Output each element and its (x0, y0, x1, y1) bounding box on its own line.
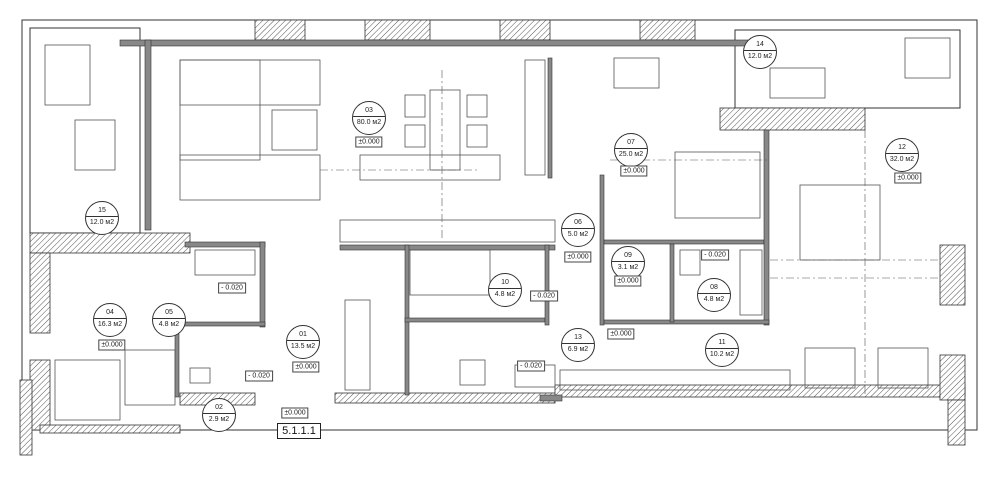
room-11: 11 10.2 м2 (705, 333, 739, 367)
room-number: 08 (710, 284, 718, 291)
level-mark: ±0.000 (614, 275, 642, 287)
room-14: 14 12.0 м2 (743, 35, 777, 69)
room-area: 4.8 м2 (698, 293, 730, 303)
room-07: 07 25.0 м2 (614, 133, 648, 167)
furniture (44, 37, 951, 421)
room-03: 03 80.0 м2 (352, 101, 386, 135)
room-area: 12.0 м2 (744, 50, 776, 60)
room-number: 09 (624, 252, 632, 259)
level-mark: ±0.000 (355, 136, 383, 148)
room-04: 04 16.3 м2 (93, 303, 127, 337)
room-01: 01 13.5 м2 (286, 325, 320, 359)
room-number: 02 (215, 404, 223, 411)
level-mark: - 0.020 (218, 282, 246, 294)
room-area: 3.1 м2 (612, 261, 644, 271)
level-mark: ±0.000 (894, 172, 922, 184)
room-area: 4.8 м2 (153, 318, 185, 328)
exterior-walls (19, 19, 966, 456)
room-area: 80.0 м2 (353, 116, 385, 126)
room-number: 14 (756, 41, 764, 48)
room-number: 13 (574, 334, 582, 341)
level-mark: - 0.020 (517, 360, 545, 372)
level-mark: ±0.000 (607, 328, 635, 340)
interior-walls (119, 39, 770, 402)
level-mark: ±0.000 (98, 339, 126, 351)
room-number: 12 (898, 144, 906, 151)
room-09: 09 3.1 м2 (611, 246, 645, 280)
room-number: 01 (299, 331, 307, 338)
level-mark: - 0.020 (245, 370, 273, 382)
room-number: 06 (574, 219, 582, 226)
room-area: 6.9 м2 (562, 343, 594, 353)
room-06: 06 5.0 м2 (561, 213, 595, 247)
level-mark: - 0.020 (701, 249, 729, 261)
room-area: 4.8 м2 (489, 288, 521, 298)
balcony-15 (29, 27, 141, 234)
room-number: 10 (501, 279, 509, 286)
room-15: 15 12.0 м2 (85, 201, 119, 235)
level-mark: ±0.000 (620, 165, 648, 177)
apartment-label: 5.1.1.1 (277, 423, 321, 439)
level-mark: - 0.020 (530, 290, 558, 302)
room-area: 2.9 м2 (203, 413, 235, 423)
room-12: 12 32.0 м2 (885, 138, 919, 172)
room-area: 13.5 м2 (287, 340, 319, 350)
room-number: 15 (98, 207, 106, 214)
room-08: 08 4.8 м2 (697, 278, 731, 312)
room-number: 03 (365, 107, 373, 114)
level-mark: ±0.000 (564, 251, 592, 263)
room-area: 10.2 м2 (706, 348, 738, 358)
axis-lines (320, 70, 940, 395)
room-13: 13 6.9 м2 (561, 328, 595, 362)
room-area: 12.0 м2 (86, 216, 118, 226)
outer-outline (21, 19, 978, 431)
room-number: 11 (718, 339, 726, 346)
room-05: 05 4.8 м2 (152, 303, 186, 337)
room-number: 07 (627, 139, 635, 146)
room-area: 5.0 м2 (562, 228, 594, 238)
room-number: 04 (106, 309, 114, 316)
level-mark: ±0.000 (281, 407, 309, 419)
room-area: 16.3 м2 (94, 318, 126, 328)
room-02: 02 2.9 м2 (202, 398, 236, 432)
level-mark: ±0.000 (292, 361, 320, 373)
room-area: 32.0 м2 (886, 153, 918, 163)
room-10: 10 4.8 м2 (488, 273, 522, 307)
room-number: 05 (165, 309, 173, 316)
room-area: 25.0 м2 (615, 148, 647, 158)
